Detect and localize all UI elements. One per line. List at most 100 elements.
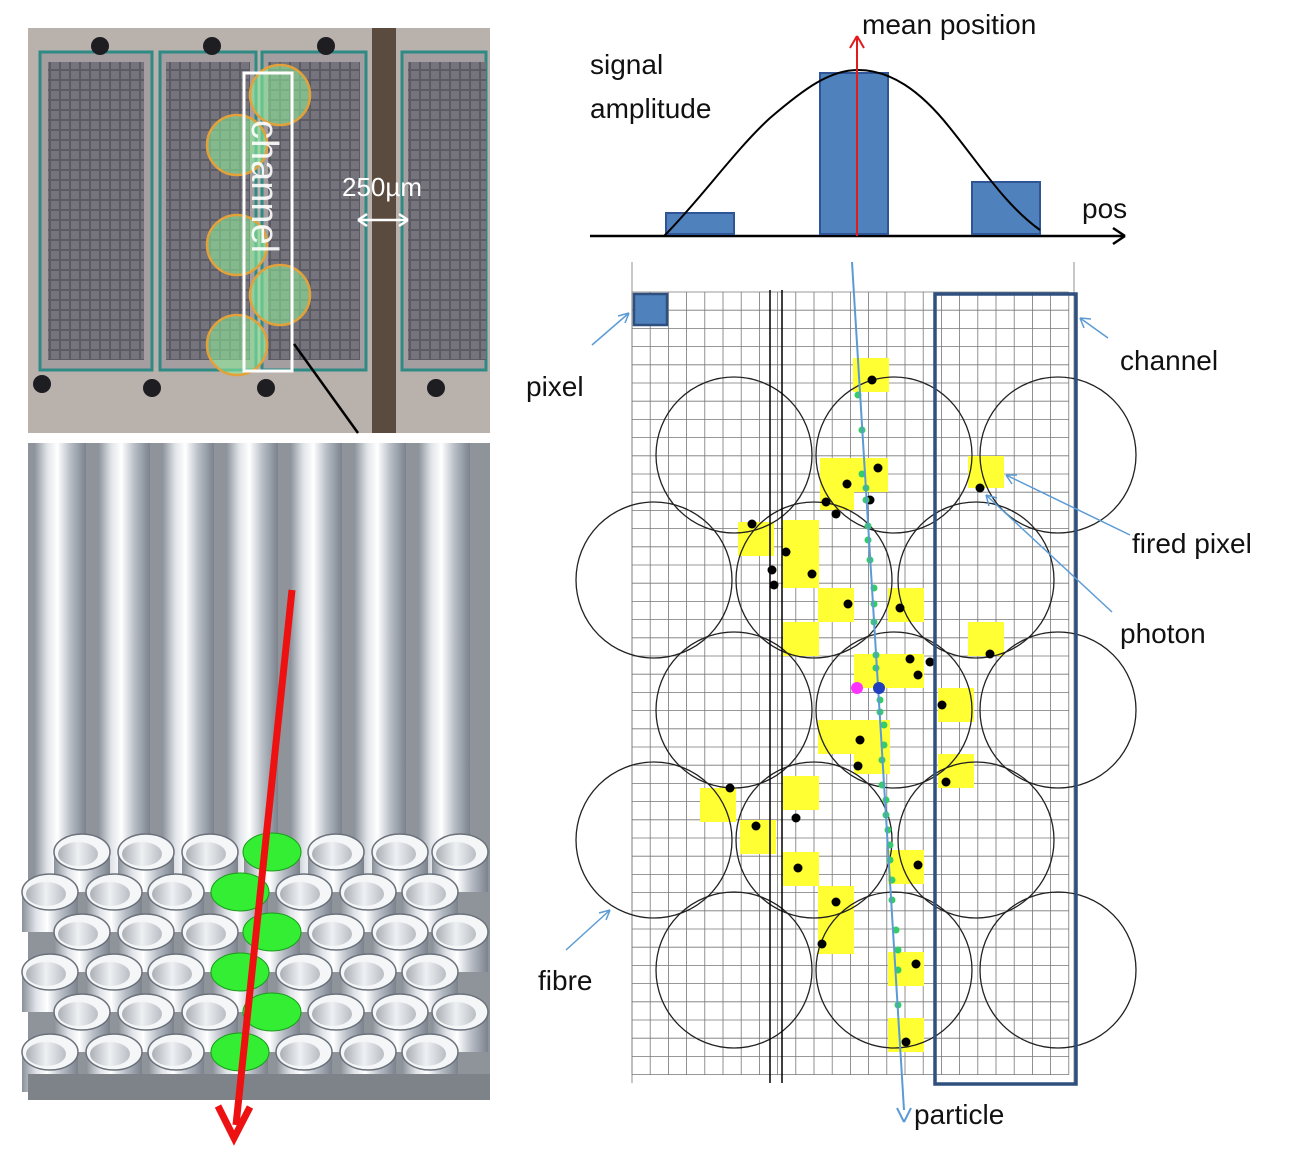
photons bbox=[725, 375, 995, 1047]
fibre-end-shade bbox=[26, 882, 66, 906]
fibre-end-shade bbox=[344, 962, 384, 986]
signal-chart: mean position signal amplitude pos bbox=[590, 9, 1127, 246]
photo-scale-text: 250µm bbox=[342, 172, 422, 202]
photon-dot bbox=[873, 463, 883, 473]
photon-dot bbox=[831, 897, 841, 907]
photon-dot bbox=[769, 580, 779, 590]
fibre-end-shade bbox=[186, 842, 226, 866]
fibre-end-shade bbox=[436, 922, 476, 946]
fibre-end-shade bbox=[344, 882, 384, 906]
track-dot bbox=[884, 826, 892, 834]
channel-pointer bbox=[1079, 317, 1109, 339]
fired-pixel bbox=[818, 720, 854, 754]
fibre-end-shade bbox=[186, 922, 226, 946]
fibre-end-shade bbox=[122, 922, 162, 946]
fibre-end-shade bbox=[312, 922, 352, 946]
fibre-circle bbox=[979, 631, 1137, 789]
photon-dot bbox=[791, 813, 801, 823]
photon-dot bbox=[937, 700, 947, 710]
photon-dot bbox=[855, 735, 865, 745]
fibre-circle bbox=[575, 501, 733, 659]
photon-dot bbox=[781, 547, 791, 557]
mean-reco-point bbox=[851, 682, 863, 694]
particle-arrowhead bbox=[214, 1104, 254, 1146]
photon-dot bbox=[747, 519, 757, 529]
fibre-end-shade bbox=[344, 1042, 384, 1066]
fibre-overlay bbox=[205, 63, 312, 377]
fibre-ends bbox=[21, 832, 489, 1072]
fibre-end-shade bbox=[376, 922, 416, 946]
fibre-end-shade bbox=[26, 1042, 66, 1066]
fibre-end-shade bbox=[312, 1002, 352, 1026]
photon-dot bbox=[913, 860, 923, 870]
fired-pixel bbox=[783, 622, 819, 656]
fibre-circle bbox=[655, 891, 813, 1049]
fibre-end-shade bbox=[376, 1002, 416, 1026]
photon-dot bbox=[821, 497, 831, 507]
fibre-end-shade bbox=[122, 1002, 162, 1026]
fibre-circle bbox=[979, 376, 1137, 534]
fibre-end-shade bbox=[312, 842, 352, 866]
fibre-tube bbox=[418, 443, 470, 883]
fibre-end-shade bbox=[436, 842, 476, 866]
label-pos: pos bbox=[1082, 193, 1127, 224]
fibre-end-shade bbox=[90, 882, 130, 906]
fibre-end-shade bbox=[26, 962, 66, 986]
photon-dot bbox=[867, 375, 877, 385]
label-particle: particle bbox=[914, 1099, 1004, 1130]
fibre-end-shade bbox=[58, 922, 98, 946]
bar-center bbox=[819, 72, 889, 235]
bar-right bbox=[971, 181, 1041, 235]
fibre-tube bbox=[98, 443, 150, 883]
fibre-circle bbox=[735, 501, 893, 659]
label-channel: channel bbox=[1120, 345, 1218, 376]
particle-arrow bbox=[232, 589, 296, 1126]
photon-dot bbox=[807, 569, 817, 579]
photo-pointer-line bbox=[292, 343, 360, 434]
label-fired-pixel: fired pixel bbox=[1132, 528, 1252, 559]
fired-fibre-end bbox=[210, 872, 270, 912]
photon-dot bbox=[913, 670, 923, 680]
fibre-circle bbox=[735, 761, 893, 919]
fibre-end-shade bbox=[58, 842, 98, 866]
fired-pixels bbox=[700, 358, 1004, 1052]
photon-dot bbox=[842, 479, 852, 489]
bond-pads bbox=[33, 37, 445, 397]
label-amplitude: amplitude bbox=[590, 93, 711, 124]
pixel-highlight bbox=[632, 292, 669, 327]
label-fibre: fibre bbox=[538, 965, 592, 996]
fired-fibre-end bbox=[242, 832, 302, 872]
fired-fibre-end bbox=[242, 992, 302, 1032]
photon-dot bbox=[725, 783, 735, 793]
fired-pixel bbox=[700, 788, 736, 822]
fibre-tube bbox=[290, 443, 342, 883]
photon-dot bbox=[905, 654, 915, 664]
sipm-photo: channel 250µm bbox=[28, 28, 490, 434]
photon-dot bbox=[751, 821, 761, 831]
photon-dot bbox=[925, 657, 935, 667]
fibre-tube bbox=[162, 443, 214, 883]
fibre-circle bbox=[815, 631, 973, 789]
fibre-end-shade bbox=[280, 1042, 320, 1066]
photon-dot bbox=[941, 777, 951, 787]
fired-pixel bbox=[888, 952, 924, 986]
photo-channel-text: channel bbox=[243, 120, 285, 253]
fibre-tube bbox=[34, 443, 86, 883]
photon-dot bbox=[843, 599, 853, 609]
sensor-block-left bbox=[38, 50, 154, 372]
fibre-pointer bbox=[565, 909, 611, 951]
fibre-end-shade bbox=[436, 1002, 476, 1026]
fibre-end-shade bbox=[406, 1042, 446, 1066]
fibre-end-shade bbox=[58, 1002, 98, 1026]
pixel-grid-diagram: pixel channel fired pixel photon fibre p… bbox=[526, 261, 1252, 1130]
track-dot bbox=[858, 470, 866, 478]
label-pixel: pixel bbox=[526, 371, 584, 402]
bar-left bbox=[665, 212, 735, 235]
photon-dot bbox=[817, 939, 827, 949]
channel-outline bbox=[242, 71, 294, 373]
photon-dot bbox=[901, 1037, 911, 1047]
channel-highlight bbox=[933, 292, 1078, 1086]
fibre-end-shade bbox=[122, 842, 162, 866]
